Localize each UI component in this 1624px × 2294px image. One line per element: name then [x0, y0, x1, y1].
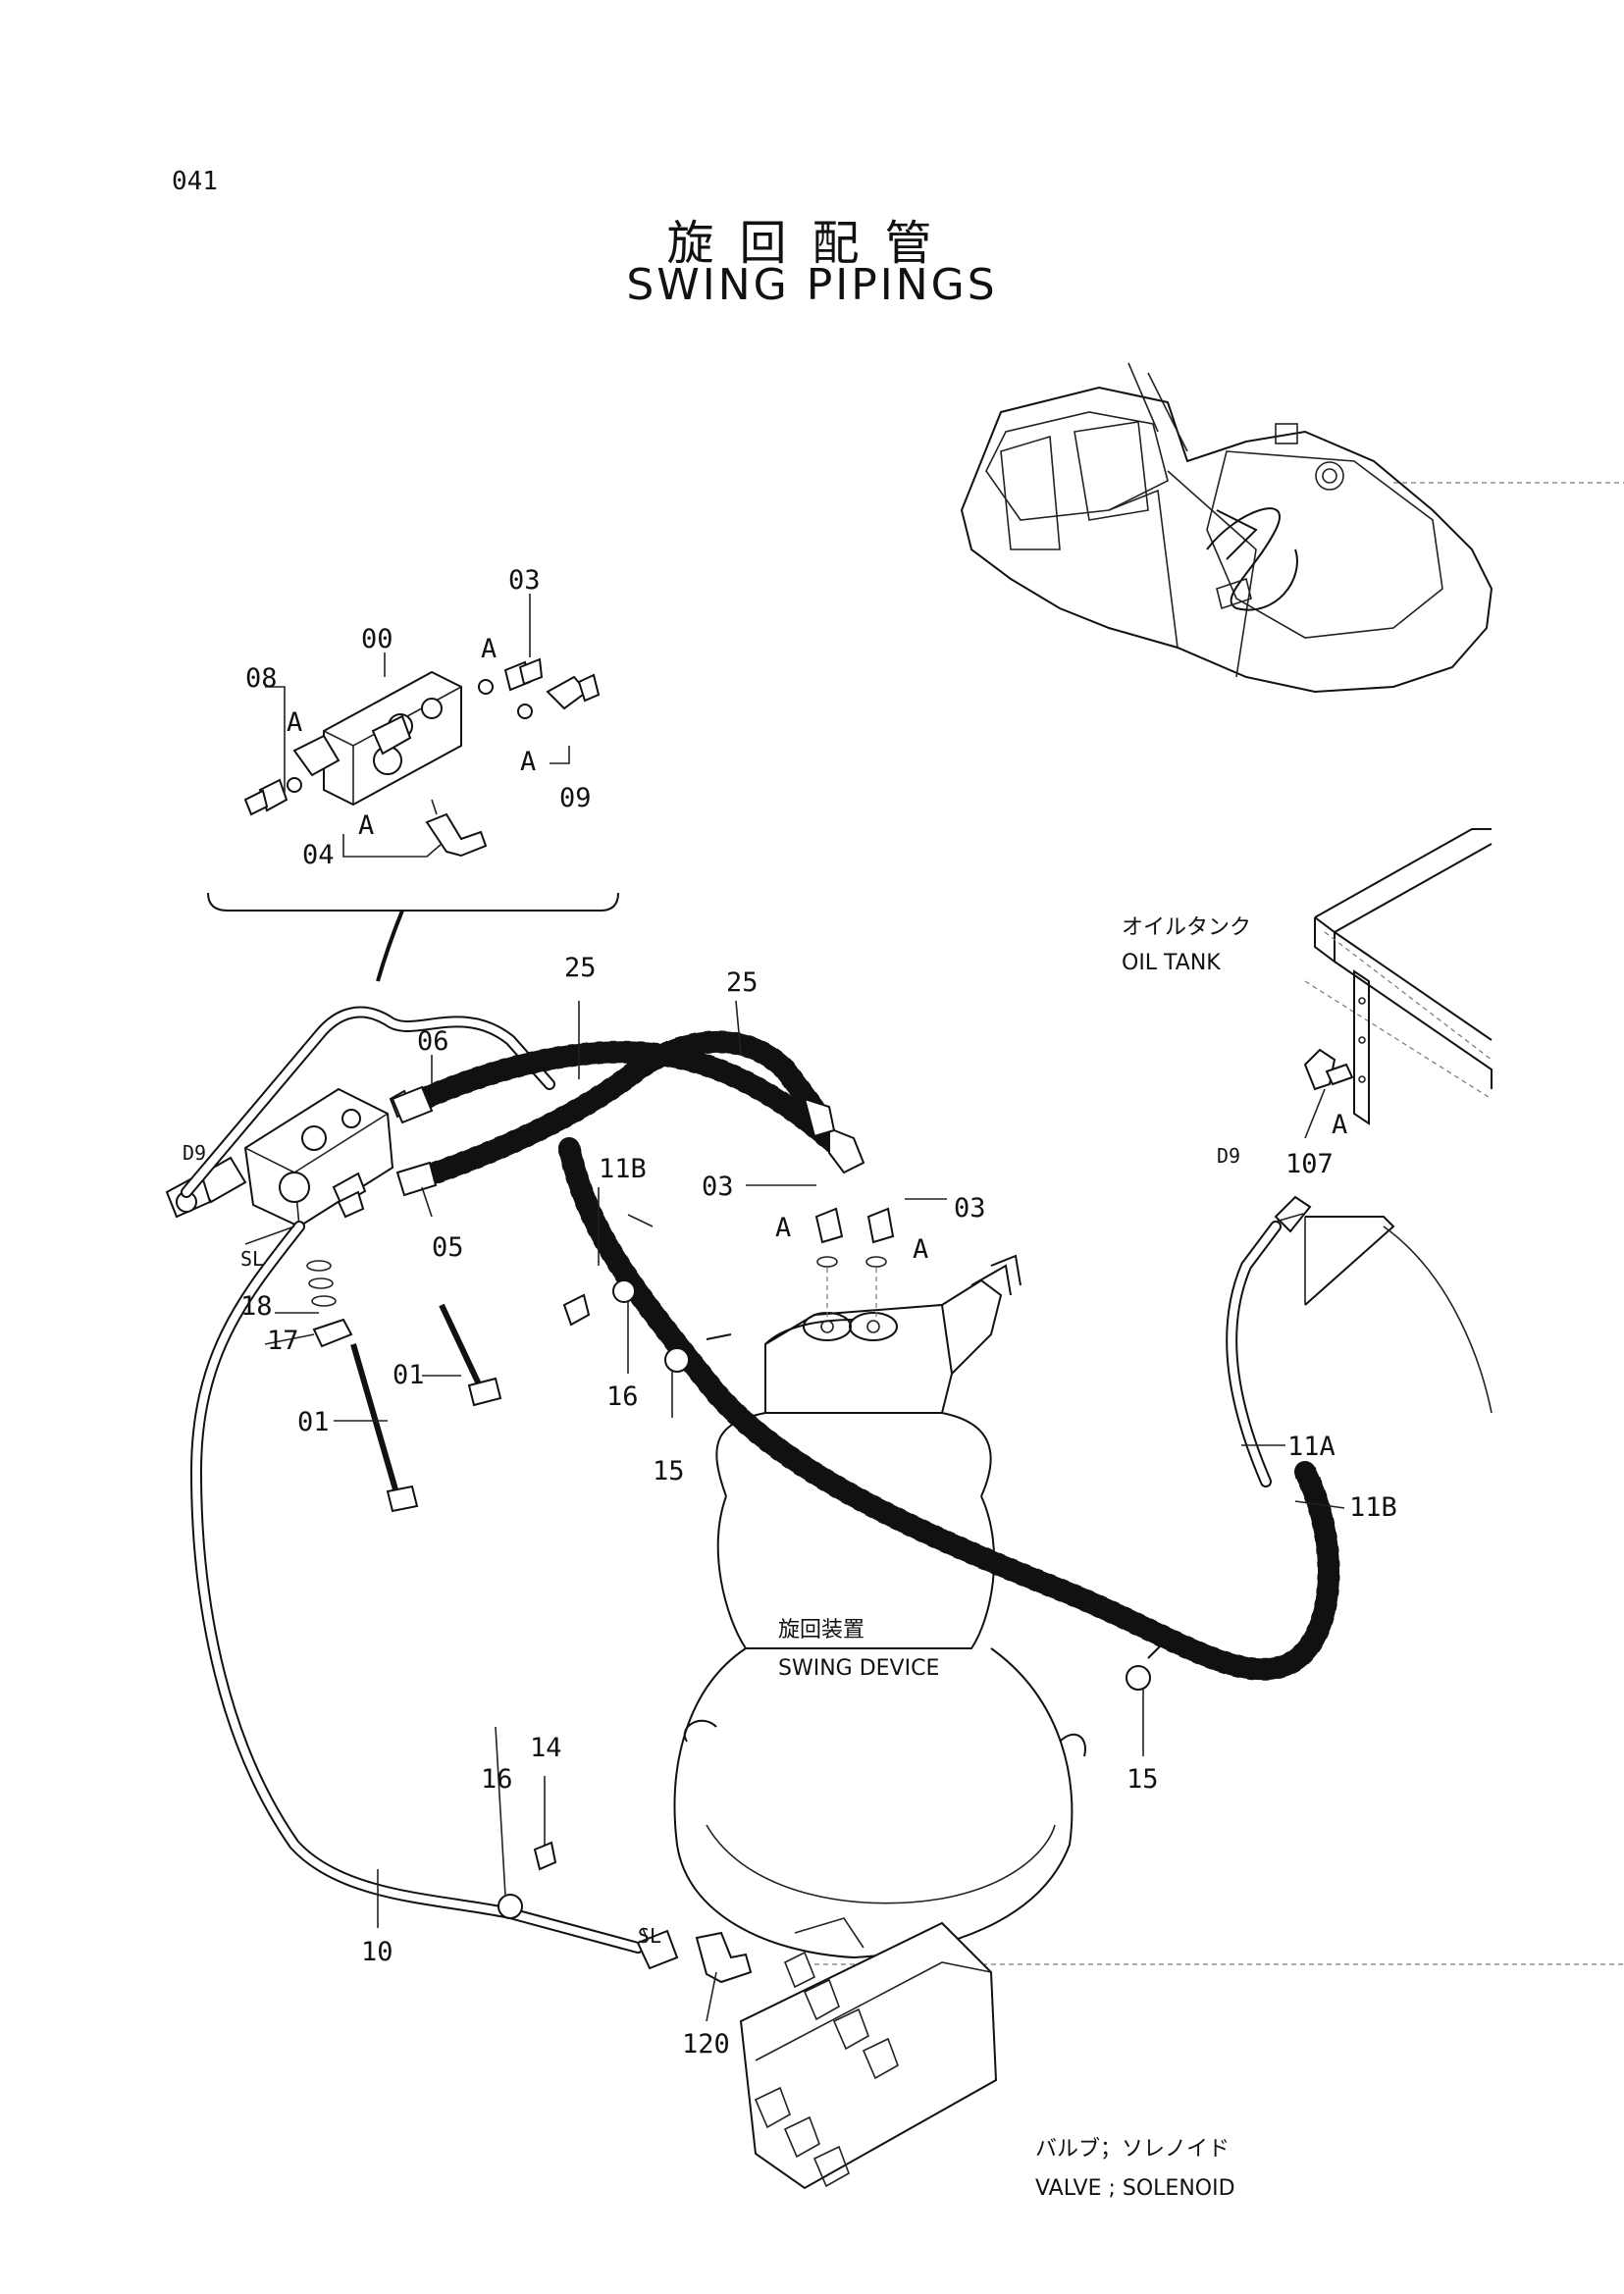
callout-17: 17: [267, 1326, 299, 1356]
callout-06: 06: [417, 1026, 449, 1057]
label-valve-jp: バルブ；ソレノイド: [1035, 2137, 1230, 2162]
clamp-15-left: [664, 1347, 690, 1373]
bolt-01-right-head: [467, 1377, 502, 1407]
marker-a-2: A: [287, 707, 302, 738]
callout-107: 107: [1285, 1149, 1334, 1179]
callout-11b-right: 11B: [1349, 1492, 1397, 1523]
fitting-03-right: [866, 1207, 895, 1244]
callout-05: 05: [432, 1232, 464, 1263]
label-oil-tank-jp: オイルタンク: [1122, 915, 1251, 940]
callout-16-bottom: 16: [481, 1764, 513, 1795]
callout-sl-bottom: SL: [638, 1924, 661, 1948]
callout-25-right: 25: [726, 967, 759, 998]
hose-11b-main: [557, 1137, 1340, 1681]
title-english: SWING PIPINGS: [626, 260, 998, 310]
excavator-outline-icon: [960, 362, 1493, 694]
callout-10: 10: [361, 1937, 393, 1967]
marker-a-3: A: [520, 747, 536, 777]
callout-d9-right: D9: [1217, 1144, 1240, 1168]
bolt-14: [533, 1841, 557, 1871]
label-oil-tank-en: OIL TANK: [1122, 951, 1221, 975]
callout-04: 04: [302, 840, 335, 870]
hose-fitting-06: [391, 1085, 434, 1124]
callout-01-left: 01: [297, 1407, 330, 1437]
callout-03-detail: 03: [508, 565, 541, 596]
page-number: 041: [172, 167, 218, 196]
callout-01-right: 01: [393, 1360, 425, 1390]
swing-device-outline: [673, 1254, 1086, 1959]
bolt-15-right: [1147, 1642, 1164, 1659]
solenoid-valve-icon: [739, 1917, 998, 2190]
oring-03-right: [865, 1256, 887, 1268]
callout-03-left: 03: [702, 1172, 734, 1202]
callout-00: 00: [361, 624, 393, 654]
hose-fitting-05: [395, 1161, 438, 1197]
fitting-03-left: [814, 1207, 844, 1244]
marker-a-6: A: [913, 1234, 928, 1265]
title-japanese: 旋回配管: [666, 216, 958, 271]
oring-03-left: [816, 1256, 838, 1268]
marker-a-5: A: [775, 1213, 791, 1243]
clamp-16-bottom: [498, 1894, 523, 1919]
hose-elbow-right: [828, 1126, 865, 1174]
oil-tank-outline: [1304, 828, 1493, 1414]
washer-18-b: [308, 1277, 334, 1289]
callout-18: 18: [240, 1291, 273, 1322]
pipe-11a: [1226, 1221, 1282, 1487]
bolt-near-16: [562, 1293, 591, 1327]
label-swing-device-jp: 旋回装置: [778, 1618, 864, 1642]
fitting-107-nipple: [1325, 1063, 1354, 1086]
upper-return-pipe: [181, 1006, 555, 1198]
callout-14: 14: [530, 1733, 562, 1763]
callout-11b-top: 11B: [599, 1154, 647, 1184]
clamp-15-right: [1126, 1665, 1151, 1691]
detail-leader: [376, 910, 404, 982]
marker-a-1: A: [481, 634, 497, 664]
hose-25-lower: [411, 1030, 825, 1188]
bolt-15-shank: [706, 1333, 732, 1340]
callout-08: 08: [245, 663, 278, 694]
hose-elbow-left: [803, 1097, 836, 1138]
callout-d9-left: D9: [183, 1141, 206, 1165]
marker-a-4: A: [358, 810, 374, 841]
callout-03-right: 03: [954, 1193, 986, 1224]
callout-25-left: 25: [564, 953, 597, 983]
callout-11a: 11A: [1287, 1432, 1336, 1462]
label-swing-device-en: SWING DEVICE: [778, 1656, 939, 1681]
marker-a-7: A: [1332, 1110, 1347, 1140]
plate-17: [312, 1318, 353, 1348]
label-valve-en: VALVE ; SOLENOID: [1035, 2176, 1235, 2201]
detail-valve-assembly: [243, 657, 601, 858]
washer-18-c: [311, 1295, 337, 1307]
callout-15-right: 15: [1126, 1764, 1159, 1795]
leader-lines: [244, 594, 1345, 2022]
callout-09: 09: [559, 783, 592, 813]
bolt-01-right: [439, 1303, 484, 1390]
fitting-d9-right: [1274, 1195, 1312, 1233]
callout-16-top: 16: [606, 1382, 639, 1412]
clamp-16-top: [612, 1279, 636, 1303]
fitting-120: [695, 1931, 753, 1984]
bolt-01-left-head: [386, 1485, 419, 1513]
detail-brace: [207, 892, 619, 912]
washer-18-a: [306, 1260, 332, 1272]
callout-15-left: 15: [653, 1456, 685, 1486]
pipe-10: [189, 1221, 644, 1954]
callout-sl-top: SL: [240, 1247, 264, 1271]
callout-120: 120: [682, 2029, 730, 2059]
